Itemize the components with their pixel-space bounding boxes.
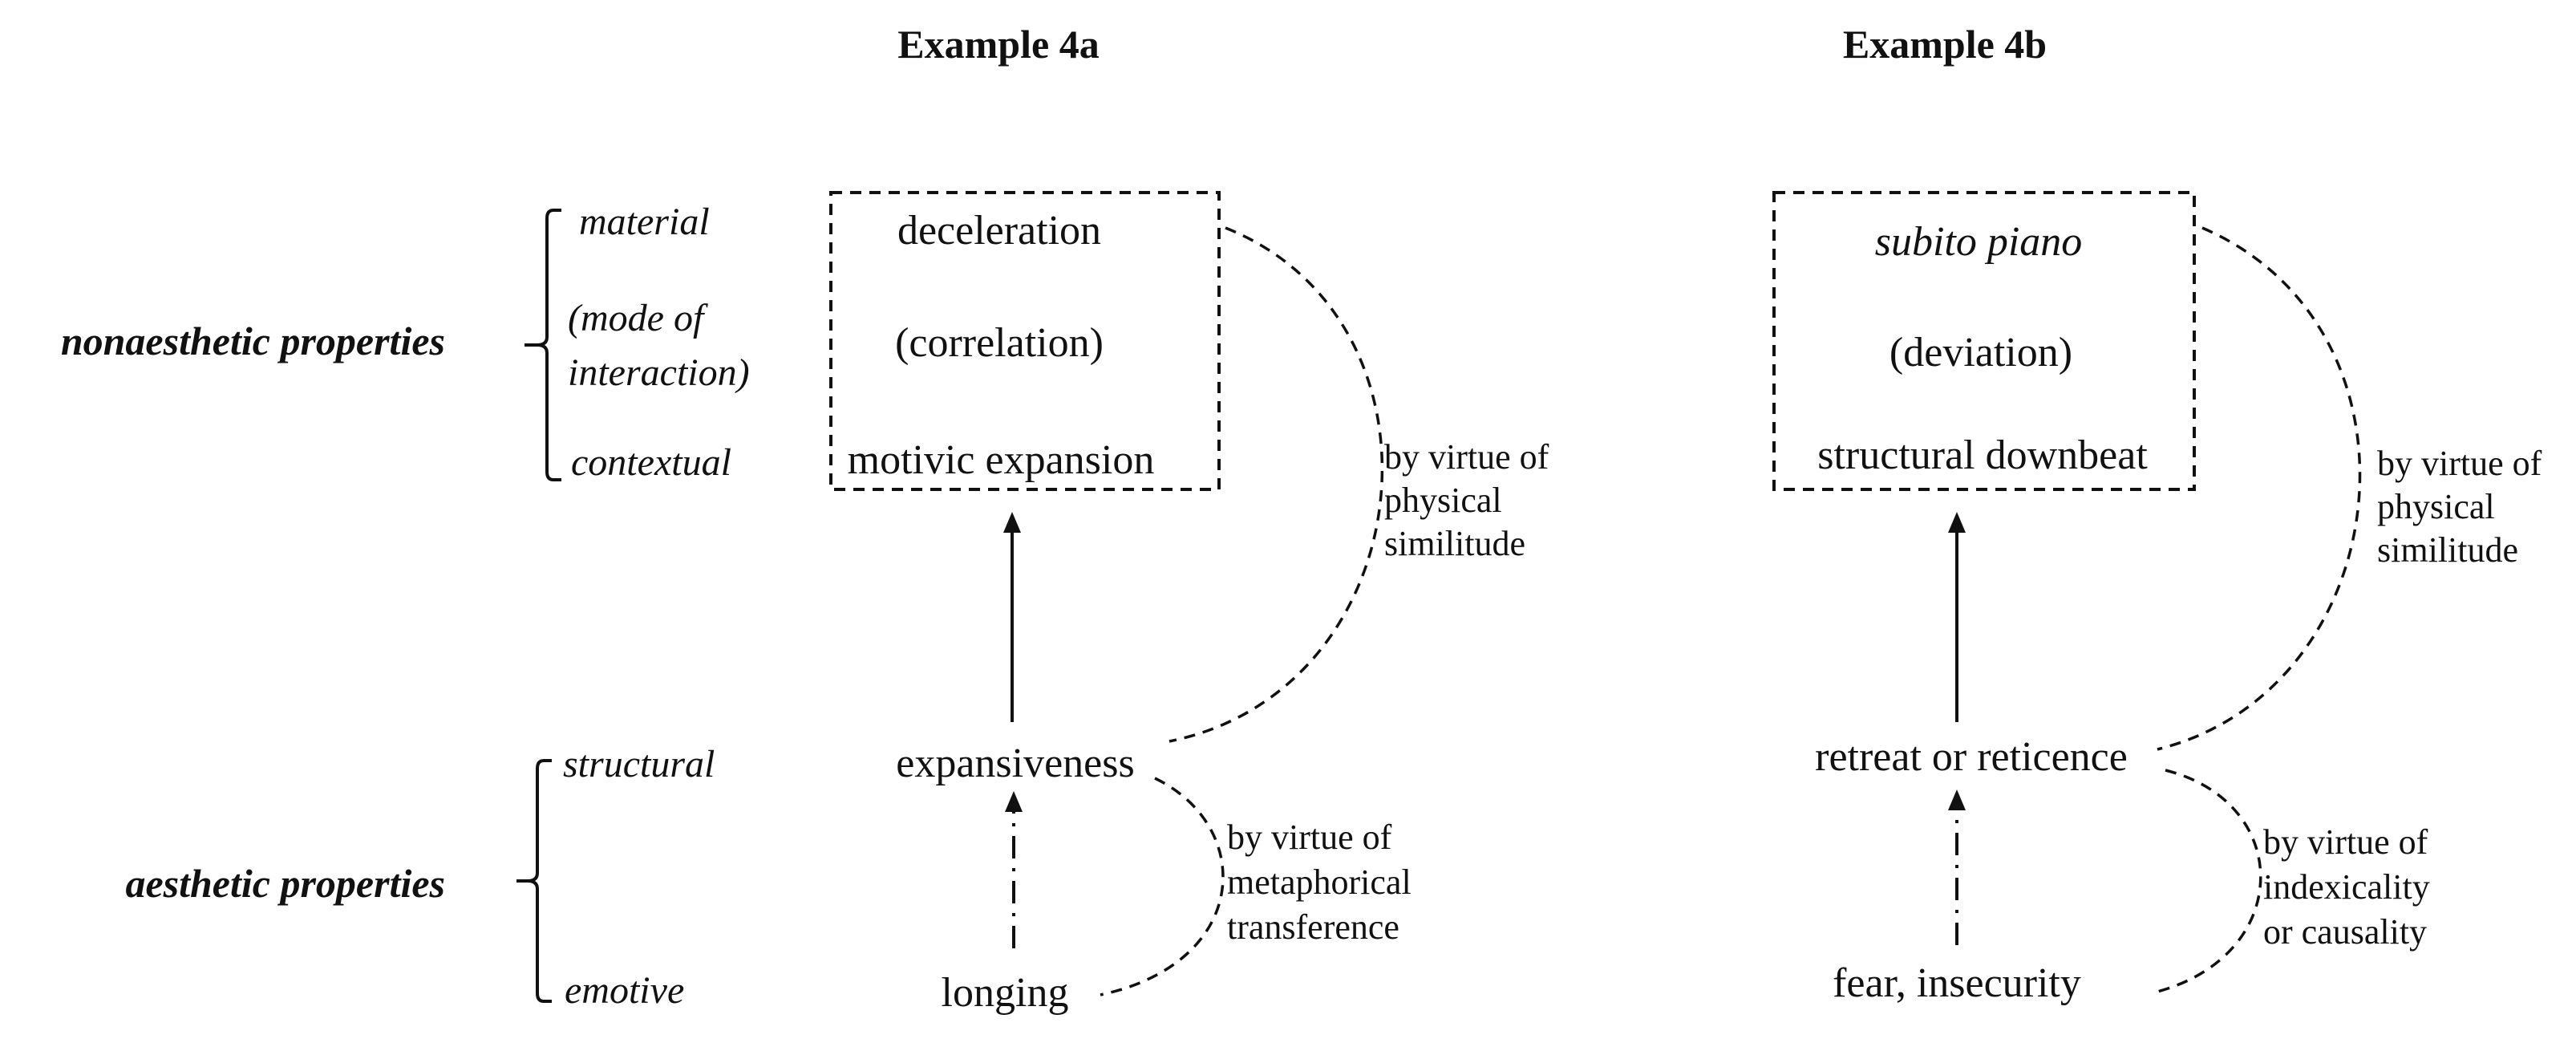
example-4a-lower-note-line3: transference: [1227, 907, 1399, 947]
nonaesthetic-brace: [525, 209, 561, 481]
example-4b-retreat-or-reticence: retreat or reticence: [1815, 734, 2128, 780]
example-4a-expansiveness: expansiveness: [896, 741, 1134, 786]
example-4b-subito-piano: subito piano: [1875, 219, 2083, 265]
example-4a-motivic-expansion: motivic expansion: [848, 437, 1155, 483]
aesthetic-brace: [516, 759, 552, 1003]
category-material: material: [579, 201, 710, 243]
example-4a-nonaesthetic-box: [829, 191, 1221, 491]
example-4b-nonaesthetic-box: [1772, 191, 2196, 491]
nonaesthetic-properties-label: nonaesthetic properties: [61, 319, 445, 363]
example-4a-longing: longing: [942, 970, 1069, 1016]
example-4a-lower-note-line1: by virtue of: [1227, 818, 1392, 857]
category-contextual: contextual: [571, 441, 731, 484]
example-4a-title: Example 4a: [897, 22, 1099, 67]
example-4b-lower-note-line3: or causality: [2263, 912, 2427, 952]
example-4b-lower-note-line2: indexicality: [2263, 867, 2430, 907]
example-4b-upper-note-line1: by virtue of: [2377, 444, 2542, 483]
category-structural: structural: [563, 743, 715, 785]
example-4b-lower-note-line1: by virtue of: [2263, 822, 2428, 862]
example-4a-solid-arrowhead: [1003, 512, 1021, 533]
example-4b-dashdot-arrowhead: [1948, 789, 1966, 810]
example-4a-upper-curve: [1169, 226, 1384, 743]
category-emotive: emotive: [565, 969, 684, 1012]
example-4b-fear-insecurity: fear, insecurity: [1833, 960, 2081, 1006]
example-4b-upper-note-line3: similitude: [2377, 530, 2518, 570]
example-4b-upper-curve: [2157, 226, 2362, 751]
example-4a-upper-note-line3: similitude: [1384, 524, 1525, 563]
example-4a-lower-note-line2: metaphorical: [1227, 862, 1412, 902]
example-4a-upper-note-line1: by virtue of: [1384, 437, 1549, 477]
example-4a-correlation: (correlation): [895, 320, 1104, 366]
aesthetic-properties-label: aesthetic properties: [125, 861, 445, 906]
example-4a-lower-curve: [1100, 777, 1225, 996]
category-mode-line1: (mode of: [568, 297, 708, 339]
example-4b-solid-arrowhead: [1948, 512, 1966, 533]
example-4a-upper-note-line2: physical: [1384, 481, 1502, 520]
example-4a-dashdot-arrowhead: [1005, 791, 1023, 812]
example-4a-deceleration: deceleration: [897, 208, 1101, 254]
category-mode-line2: interaction): [568, 351, 750, 394]
example-4b-deviation: (deviation): [1889, 330, 2072, 375]
example-4b-lower-curve: [2157, 769, 2262, 993]
example-4b-structural-downbeat: structural downbeat: [1817, 432, 2148, 478]
example-4b-upper-note-line2: physical: [2377, 487, 2495, 526]
example-4b-title: Example 4b: [1843, 22, 2047, 67]
